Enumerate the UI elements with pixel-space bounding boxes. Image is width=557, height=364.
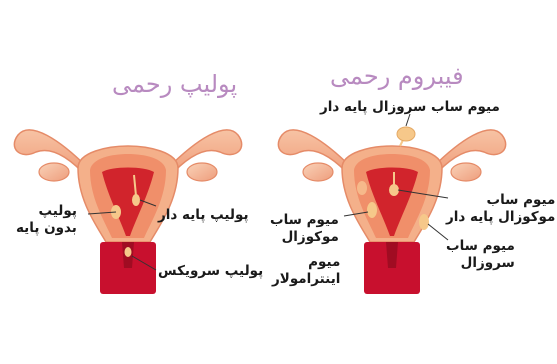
- left-ovary-right: [187, 163, 217, 181]
- left-polyp-cervical: [125, 247, 132, 257]
- right-fibroid-intramural: [357, 181, 367, 195]
- label-polyp-cervical: پولیپ سرویکس: [158, 263, 263, 280]
- label-intramural: میوم اینترامولار: [272, 254, 340, 288]
- label-polyp-sessile: پولیپ بدون پایه: [16, 203, 77, 237]
- right-fibroid-subserosal-stalked: [397, 127, 415, 141]
- right-ovary-right: [451, 163, 481, 181]
- right-fibroid-submucosal-stalked: [389, 184, 399, 196]
- label-submucosal-stalked: میوم ساب موکوزال پایه دار: [446, 192, 555, 226]
- left-diagram-title: پولیپ رحمی: [112, 70, 237, 98]
- right-ovary-left: [303, 163, 333, 181]
- label-submucosal: میوم ساب موکوزال: [270, 212, 339, 246]
- label-polyp-stalked: پولیپ پایه دار: [158, 207, 249, 224]
- label-subserosal-stalked: میوم ساب سروزال پایه دار: [320, 99, 500, 116]
- leader-subserosal: [428, 224, 448, 240]
- right-fibroid-submucosal: [367, 202, 377, 218]
- right-fibroid-subserosal: [419, 214, 429, 230]
- left-ovary-left: [39, 163, 69, 181]
- left-polyp-stalked: [132, 194, 140, 206]
- label-subserosal: میوم ساب سروزال: [446, 238, 515, 272]
- right-diagram-title: فیبروم رحمی: [330, 62, 464, 90]
